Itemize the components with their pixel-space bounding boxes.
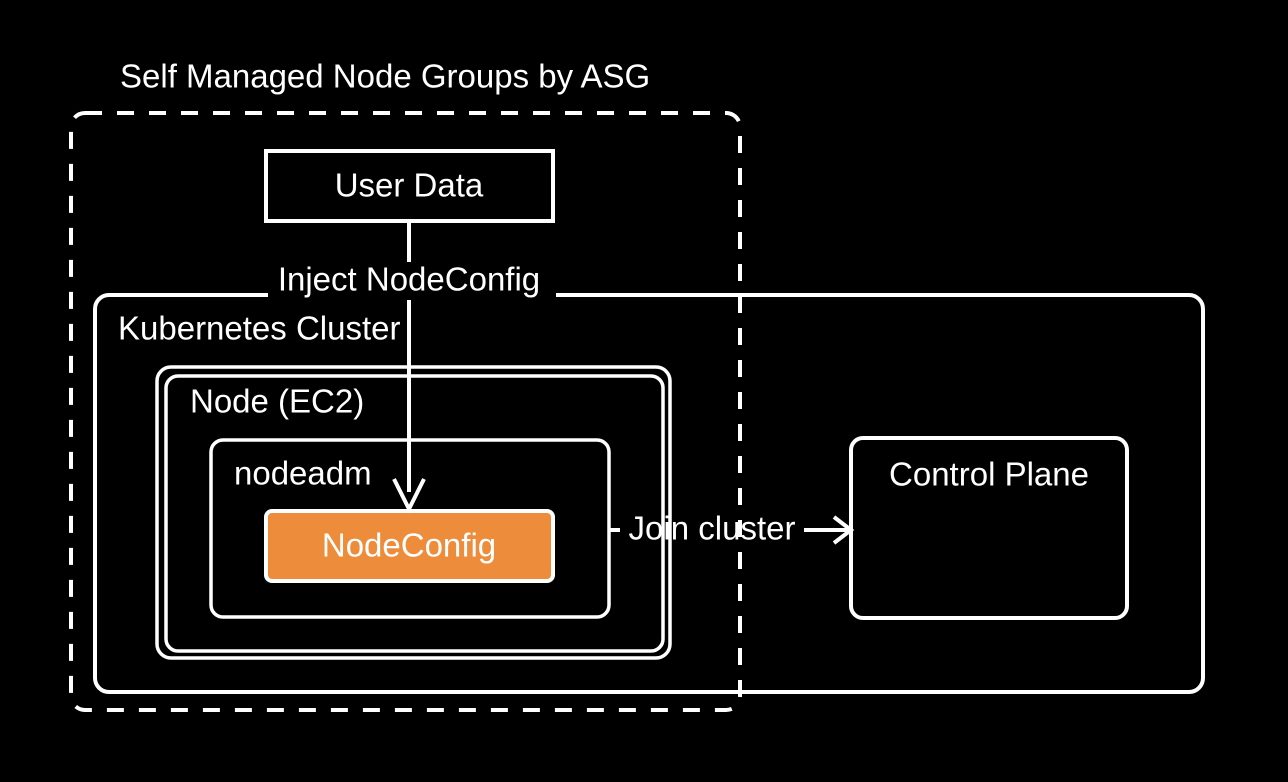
inject-nodeconfig-arrowhead (392, 478, 426, 514)
edge-join-cluster (609, 515, 855, 545)
diagram-title: Self Managed Node Groups by ASG (120, 58, 650, 95)
join-cluster-arrowhead (832, 515, 855, 545)
user-data-label: User Data (335, 167, 484, 204)
edge-inject-nodeconfig (392, 221, 426, 514)
control-plane-label: Control Plane (889, 456, 1089, 493)
asg-group-boundary (69, 111, 742, 712)
kubernetes-cluster-label: Kubernetes Cluster (118, 310, 400, 347)
node-ec2-outer-border (155, 365, 672, 660)
kubernetes-cluster-container (93, 293, 1205, 694)
node-ec2-inner-border (164, 374, 665, 653)
inject-nodeconfig-edge-label: Inject NodeConfig (278, 261, 540, 298)
node-config-label: NodeConfig (322, 527, 496, 564)
nodeadm-label: nodeadm (234, 455, 372, 492)
node-ec2-container (155, 365, 672, 660)
node-ec2-label: Node (EC2) (190, 383, 364, 420)
join-cluster-edge-label: Join cluster (629, 510, 796, 547)
